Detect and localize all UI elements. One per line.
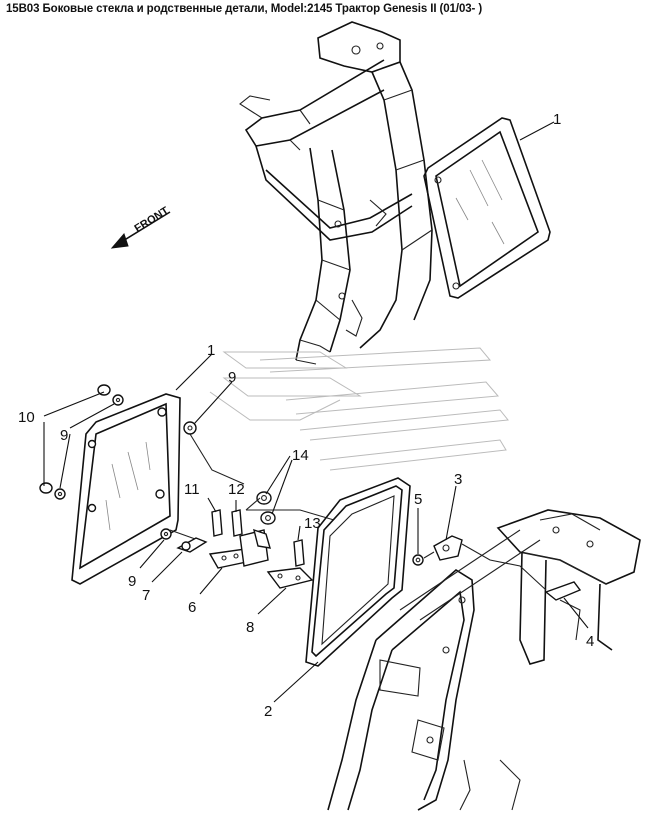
front-label: FRONT [133,205,172,235]
leader-lines [43,121,589,703]
callout-1-upper: 1 [553,111,561,128]
callout-10: 10 [18,409,35,426]
callout-labels: 1 1 10 9 9 9 7 6 11 12 14 13 8 2 3 5 4 [18,111,594,720]
hinge-assembly [176,491,335,589]
front-direction-indicator: FRONT [110,205,172,249]
callout-3: 3 [454,471,462,488]
callout-2: 2 [264,703,272,720]
right-frame [412,509,641,811]
callout-13: 13 [304,515,321,532]
callout-6: 6 [188,599,196,616]
door-seal [305,477,411,667]
callout-12: 12 [228,481,245,498]
upper-side-glass [423,117,551,299]
callout-9-left: 9 [60,427,68,444]
glass-fasteners [39,384,245,541]
callout-1-door: 1 [207,342,215,359]
callout-9-bottom: 9 [128,573,136,590]
callout-14: 14 [292,447,309,464]
upper-cab-frame [239,21,433,365]
diagram-title: 15B03 Боковые стекла и родственные детал… [6,3,483,15]
callout-9-top: 9 [228,369,236,386]
door-glass-panel [71,393,181,585]
callout-8: 8 [246,619,254,636]
lower-door-frame [327,529,541,811]
ghost-door-outline [209,347,509,471]
callout-7: 7 [142,587,150,604]
callout-11: 11 [184,481,200,498]
callout-5: 5 [414,491,422,508]
callout-4: 4 [586,633,594,650]
